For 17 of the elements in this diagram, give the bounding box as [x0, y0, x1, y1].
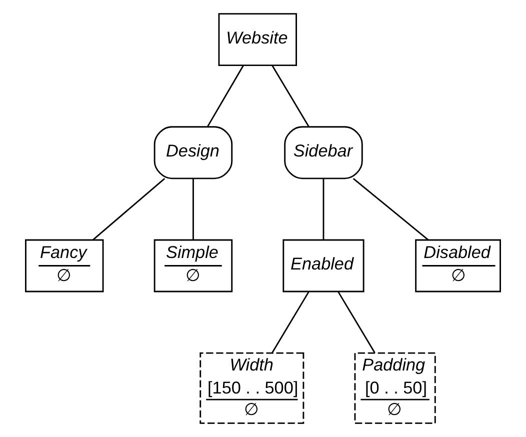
connector	[338, 292, 376, 354]
connector	[92, 178, 166, 240]
node-box: Fancy ∅	[25, 239, 104, 292]
connector	[272, 292, 310, 354]
node-box: Enabled	[282, 239, 364, 292]
connector	[322, 178, 324, 240]
node-box: Sidebar	[284, 126, 363, 180]
node-box: Disabled ∅	[415, 239, 501, 292]
connector	[272, 65, 310, 128]
node-box: Width [150 . . 500] ∅	[200, 352, 304, 424]
node-box: Design	[154, 126, 233, 180]
node-box: Padding [0 . . 50] ∅	[354, 352, 436, 424]
node-box: Website	[218, 13, 297, 66]
connector	[352, 178, 429, 240]
node-box: Simple ∅	[154, 239, 233, 292]
connector	[206, 65, 244, 128]
connector	[192, 178, 194, 240]
